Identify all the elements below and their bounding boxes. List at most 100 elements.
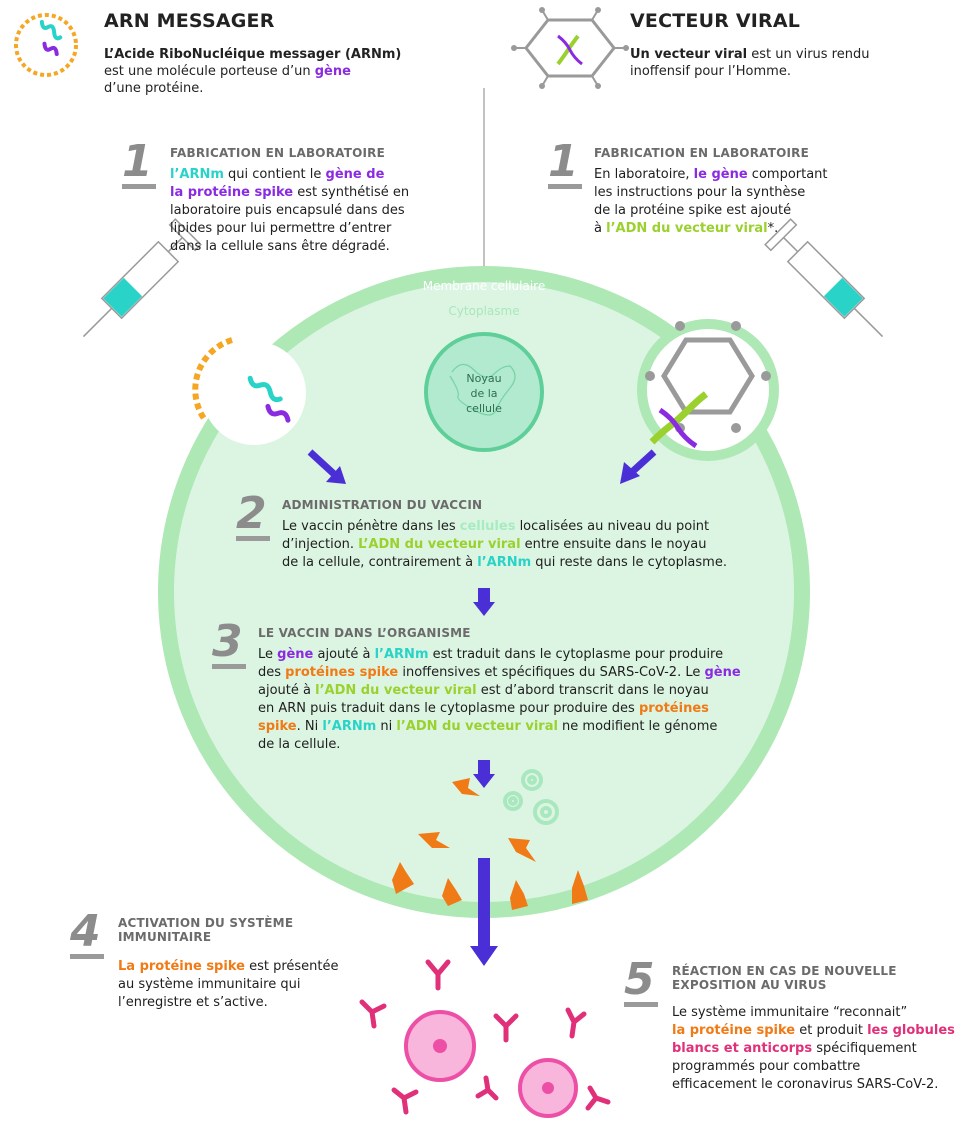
step1-left-gene: gène de	[325, 167, 385, 182]
arrow-down-icon-step4	[473, 760, 495, 788]
step4-underline	[70, 954, 104, 959]
step3-number: 3	[212, 616, 243, 667]
step5-title-1: RÉACTION EN CAS DE NOUVELLE	[672, 964, 897, 978]
arrow-down-icon-left	[307, 449, 346, 484]
step5-text: et produit	[795, 1023, 868, 1038]
step4-title-2: IMMUNITAIRE	[118, 930, 212, 944]
step2-text: qui reste dans le cytoplasme.	[531, 555, 727, 570]
step2-underline	[236, 536, 270, 541]
viral-vector-entering-icon	[645, 321, 771, 449]
nucleus-icon	[424, 332, 544, 452]
step3-arnm: l’ARNm	[374, 647, 429, 662]
step2-title: ADMINISTRATION DU VACCIN	[282, 498, 483, 512]
step1-right-text: *.	[767, 221, 779, 236]
step1-left-text: qui contient le	[223, 167, 326, 182]
step3-text: ne modifient le génome	[557, 719, 718, 734]
step1-left-arnm: l’ARNm	[170, 167, 224, 182]
cytoplasm-label: Cytoplasme	[448, 304, 519, 318]
step5-number: 5	[624, 954, 655, 1005]
gear-icon	[503, 769, 559, 825]
step1-right-body: En laboratoire, le gène comportant les i…	[594, 166, 884, 238]
step3-text: est d’abord transcrit dans le noyau	[476, 683, 709, 698]
step2-text: de la cellule, contrairement à	[282, 555, 478, 570]
step5-antibodies: blancs et anticorps	[672, 1041, 813, 1056]
white-blood-cell-icon	[404, 1010, 578, 1118]
step3-text: en ARN puis traduit dans le cytoplasme p…	[258, 701, 639, 716]
step2-cells: cellules	[459, 519, 516, 534]
step1-right-text: comportant	[747, 167, 828, 182]
step1-right-gene: le gène	[693, 167, 748, 182]
step3-text: est traduit dans le cytoplasme pour prod…	[428, 647, 724, 662]
vector-intro-bold: Un vecteur viral	[630, 47, 748, 62]
step3-text: Le	[258, 647, 278, 662]
step1-left-spike: la protéine spike	[170, 185, 294, 200]
arn-intro: L’Acide RiboNucléique messager (ARNm) es…	[104, 46, 424, 97]
step2-adn: L’ADN du vecteur viral	[358, 537, 521, 552]
step5-wbc: les globules	[867, 1023, 955, 1038]
vector-title: VECTEUR VIRAL	[630, 10, 801, 32]
step2-number: 2	[236, 488, 267, 539]
arn-intro-gene: gène	[314, 64, 351, 79]
step3-text: . Ni	[296, 719, 323, 734]
step1-left-body: l’ARNm qui contient le gène de la protéi…	[170, 166, 460, 256]
arrow-down-icon-step3	[473, 588, 495, 616]
step2-body: Le vaccin pénètre dans les cellules loca…	[282, 518, 762, 572]
step3-body: Le gène ajouté à l’ARNm est traduit dans…	[258, 646, 768, 754]
arn-intro-line2a: est une molécule porteuse d’un	[104, 64, 315, 79]
step3-adn: l’ADN du vecteur viral	[315, 683, 477, 698]
step1-right-line2: les instructions pour la synthèse	[594, 185, 806, 200]
step5-title-2: EXPOSITION AU VIRUS	[672, 978, 827, 992]
step4-title: ACTIVATION DU SYSTÈME IMMUNITAIRE	[118, 916, 293, 944]
step1-left-title: FABRICATION EN LABORATOIRE	[170, 146, 385, 160]
vector-intro: Un vecteur viral est un virus rendu inof…	[630, 46, 930, 80]
step4-body: La protéine spike est présentée au systè…	[118, 958, 378, 1012]
step3-spike: protéines	[638, 701, 709, 716]
step5-title: RÉACTION EN CAS DE NOUVELLE EXPOSITION A…	[672, 964, 897, 992]
step1-right-number: 1	[548, 136, 579, 187]
arn-intro-line3: d’une protéine.	[104, 81, 204, 96]
arn-title: ARN MESSAGER	[104, 10, 275, 32]
step4-number: 4	[70, 906, 101, 957]
step3-line6: de la cellule.	[258, 737, 341, 752]
step3-text: ajouté à	[258, 683, 316, 698]
step1-left-underline	[122, 184, 156, 189]
arrow-down-icon-right	[620, 449, 657, 484]
step2-arnm: l’ARNm	[477, 555, 532, 570]
step1-left-line3: laboratoire puis encapsulé dans des	[170, 203, 405, 218]
step3-underline	[212, 664, 246, 669]
step5-body: Le système immunitaire “reconnait” la pr…	[672, 1004, 962, 1094]
step5-line5: efficacement le coronavirus SARS-CoV-2.	[672, 1077, 939, 1092]
step2-text: entre ensuite dans le noyau	[520, 537, 707, 552]
step3-arnm: l’ARNm	[322, 719, 377, 734]
step3-gene: gène	[704, 665, 741, 680]
step4-line2: au système immunitaire qui	[118, 977, 301, 992]
step3-text: ni	[376, 719, 397, 734]
step3-text: des	[258, 665, 286, 680]
step5-line1: Le système immunitaire “reconnait”	[672, 1005, 908, 1020]
mrna-icon	[14, 13, 78, 77]
step1-right-text: à	[594, 221, 607, 236]
step1-left-text: est synthétisé en	[293, 185, 410, 200]
step1-left-line4: lipides pour lui permettre d’entrer	[170, 221, 392, 236]
step4-text: est présentée	[244, 959, 339, 974]
vector-intro-line2: inoffensif pour l’Homme.	[630, 64, 791, 79]
step1-left-line5: dans la cellule sans être dégradé.	[170, 239, 390, 254]
step3-adn: l’ADN du vecteur viral	[396, 719, 558, 734]
lipid-nanoparticle-icon	[192, 337, 291, 423]
step3-text: inoffensives et spécifiques du SARS-CoV-…	[398, 665, 705, 680]
step3-title: LE VACCIN DANS L’ORGANISME	[258, 626, 471, 640]
step1-right-underline	[548, 184, 582, 189]
step5-underline	[624, 1002, 658, 1007]
nucleus-label-3: cellule	[466, 402, 502, 415]
antibody-icon	[359, 959, 611, 1115]
step2-text: d’injection.	[282, 537, 359, 552]
step4-spike: La protéine spike	[118, 959, 245, 974]
syringe-icon-right	[764, 218, 884, 338]
step5-text: spécifiquement	[812, 1041, 917, 1056]
spike-protein-icon	[392, 778, 588, 910]
step1-right-adn: l’ADN du vecteur viral	[606, 221, 768, 236]
step3-text: ajouté à	[313, 647, 375, 662]
step1-right-title: FABRICATION EN LABORATOIRE	[594, 146, 809, 160]
step1-right-text: En laboratoire,	[594, 167, 694, 182]
